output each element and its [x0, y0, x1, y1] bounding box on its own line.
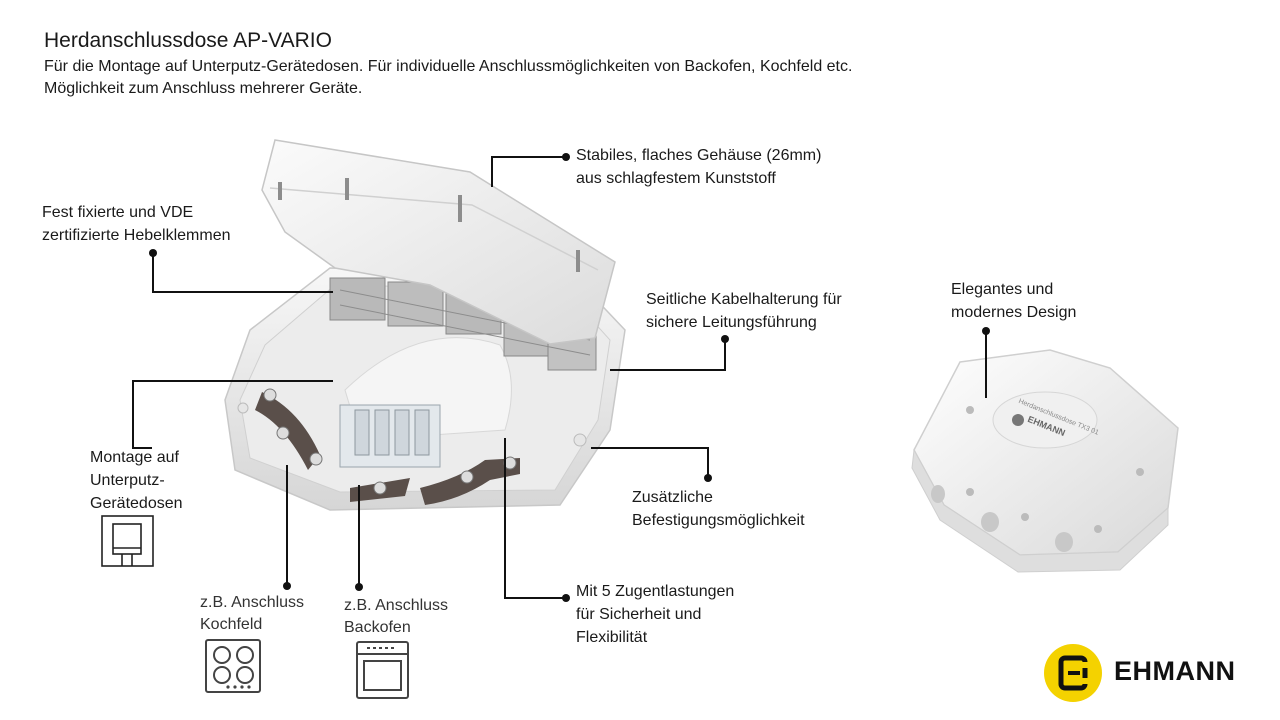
callout-clamps-line-2: zertifizierte Hebelklemmen: [42, 227, 231, 244]
usecase-oven-line-1: z.B. Anschluss: [344, 597, 449, 614]
callout-cable-holder: Seitliche Kabelhalterung für sichere Lei…: [646, 288, 842, 334]
callout-strain-relief-line-3: Flexibilität: [576, 629, 648, 646]
strain-relief-straps: [255, 388, 520, 505]
callout-mounting-line-3: Gerätedosen: [90, 495, 183, 512]
callout-fastening-line-1: Zusätzliche: [632, 489, 713, 506]
subtitle-line-1: Für die Montage auf Unterputz-Gerätedose…: [44, 58, 853, 75]
callout-cable-holder-line-2: sichere Leitungsführung: [646, 314, 817, 331]
callout-clamps: Fest fixierte und VDE zertifizierte Hebe…: [42, 201, 231, 247]
callout-leaders: [132, 156, 987, 599]
closed-junction-box: [911, 349, 1179, 573]
usecase-oven-line-2: Backofen: [344, 619, 411, 636]
brand-name: EHMANN: [1114, 656, 1236, 686]
cooktop-icon: [205, 639, 261, 693]
usecase-cooktop-line-1: z.B. Anschluss: [200, 594, 305, 611]
callout-fastening-line-2: Befestigungsmöglichkeit: [632, 512, 805, 529]
ehmann-e-logo-icon: [1044, 644, 1102, 702]
subtitle-line-2: Möglichkeit zum Anschluss mehrerer Gerät…: [44, 80, 363, 97]
usecase-cooktop: z.B. Anschluss Kochfeld: [200, 592, 304, 636]
oven-icon: [356, 641, 409, 699]
callout-strain-relief-line-1: Mit 5 Zugentlastungen: [576, 583, 735, 600]
callout-housing-line-2: aus schlagfestem Kunststoff: [576, 170, 776, 187]
callout-design: Elegantes und modernes Design: [951, 278, 1076, 324]
callout-clamps-line-1: Fest fixierte und VDE: [42, 204, 194, 221]
callout-mounting-line-1: Montage auf: [90, 449, 179, 466]
callout-strain-relief: Mit 5 Zugentlastungen für Sicherheit und…: [576, 580, 734, 649]
usecase-oven: z.B. Anschluss Backofen: [344, 595, 448, 639]
page-title: Herdanschlussdose AP-VARIO: [44, 29, 332, 52]
callout-mounting: Montage auf Unterputz- Gerätedosen: [90, 446, 183, 515]
logo-e-glyph: [1058, 655, 1088, 691]
usecase-cooktop-line-2: Kochfeld: [200, 616, 263, 633]
callout-mounting-line-2: Unterputz-: [90, 472, 165, 489]
callout-design-line-2: modernes Design: [951, 304, 1077, 321]
callout-housing: Stabiles, flaches Gehäuse (26mm) aus sch…: [576, 144, 821, 190]
callout-design-line-1: Elegantes und: [951, 281, 1054, 298]
callout-cable-holder-line-1: Seitliche Kabelhalterung für: [646, 291, 842, 308]
callout-housing-line-1: Stabiles, flaches Gehäuse (26mm): [576, 147, 822, 164]
open-lid: [261, 139, 616, 345]
callout-fastening: Zusätzliche Befestigungsmöglichkeit: [632, 486, 805, 532]
wall-box-icon: [101, 515, 154, 567]
callout-strain-relief-line-2: für Sicherheit und: [576, 606, 702, 623]
